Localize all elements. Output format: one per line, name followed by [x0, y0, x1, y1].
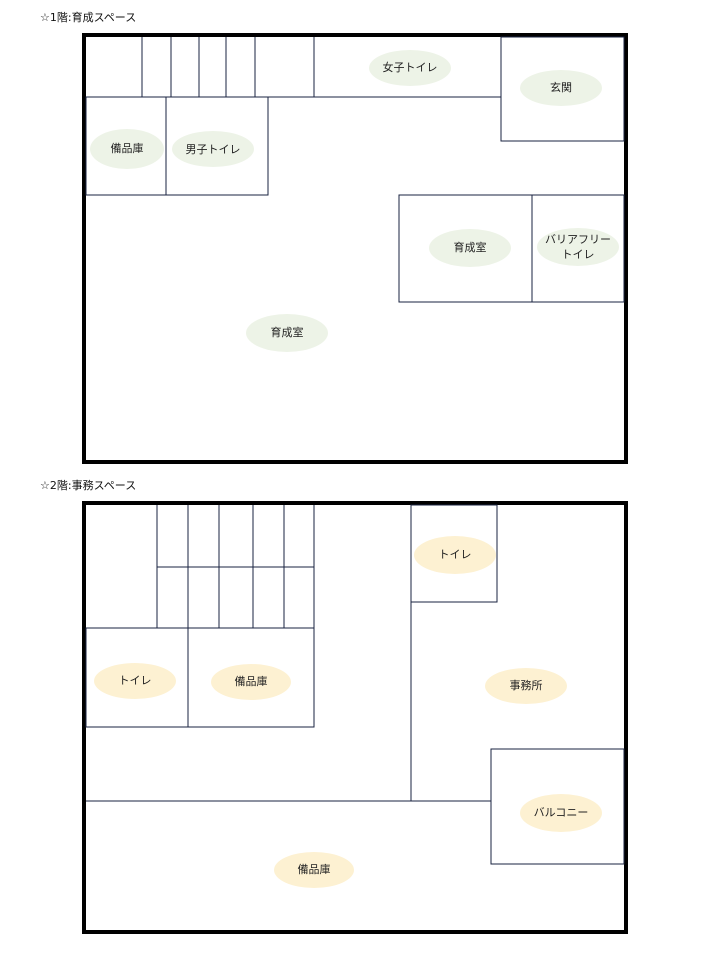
boys-toilet-label: 男子トイレ — [186, 143, 241, 156]
floor2-toilet-upper-room — [410, 504, 498, 603]
storage-label: 備品庫 — [111, 141, 144, 155]
girls-toilet-label-bg — [369, 50, 451, 86]
storage-large-label: 備品庫 — [298, 862, 331, 876]
barrier-free-label-line2: トイレ — [562, 248, 595, 261]
entrance-label-bg — [520, 70, 602, 106]
floor2-stairs — [156, 505, 315, 628]
storage-small-label-bg — [211, 664, 291, 700]
floor1-barrier-free-room — [531, 194, 625, 303]
floor2-storage-small-room — [187, 627, 315, 728]
girls-toilet-label: 女子トイレ — [383, 60, 438, 74]
toilet-left-label-bg — [94, 663, 176, 699]
office-label: 事務所 — [510, 678, 543, 692]
balcony-label: バルコニー — [534, 806, 589, 819]
floor1-plan: 女子トイレ 玄関 備品庫 男子トイレ 育成室 バリアフリー トイレ 育成室 — [82, 33, 628, 464]
toilet-upper-label: トイレ — [439, 548, 472, 561]
floor1-title: ☆1階:育成スペース — [40, 11, 137, 24]
floor2-balcony-room — [490, 748, 625, 865]
floor2-plan: トイレ トイレ 備品庫 事務所 バルコニー 備品庫 — [82, 501, 628, 934]
floor2-title: ☆2階:事務スペース — [40, 479, 137, 492]
floor1-entrance-room — [500, 36, 625, 142]
barrier-free-label-line1: バリアフリー — [545, 233, 611, 246]
storage-large-label-bg — [274, 852, 354, 888]
storage-label-bg — [90, 129, 164, 169]
entrance-label: 玄関 — [550, 80, 572, 94]
toilet-left-label: トイレ — [119, 674, 152, 687]
floor2-outer-wall — [82, 501, 628, 934]
toilet-upper-label-bg — [414, 536, 496, 574]
boys-toilet-label-bg — [172, 131, 254, 167]
office-label-bg — [485, 668, 567, 704]
floor1-boys-toilet-room — [165, 96, 269, 196]
nursery-small-label-bg — [429, 229, 511, 267]
nursery-small-label: 育成室 — [454, 240, 487, 254]
nursery-main-label-bg — [246, 314, 328, 352]
nursery-main-label: 育成室 — [271, 325, 304, 339]
barrier-free-label-bg — [537, 228, 619, 266]
balcony-label-bg — [520, 794, 602, 832]
floor1-outer-wall — [82, 33, 628, 464]
storage-small-label: 備品庫 — [235, 674, 268, 688]
